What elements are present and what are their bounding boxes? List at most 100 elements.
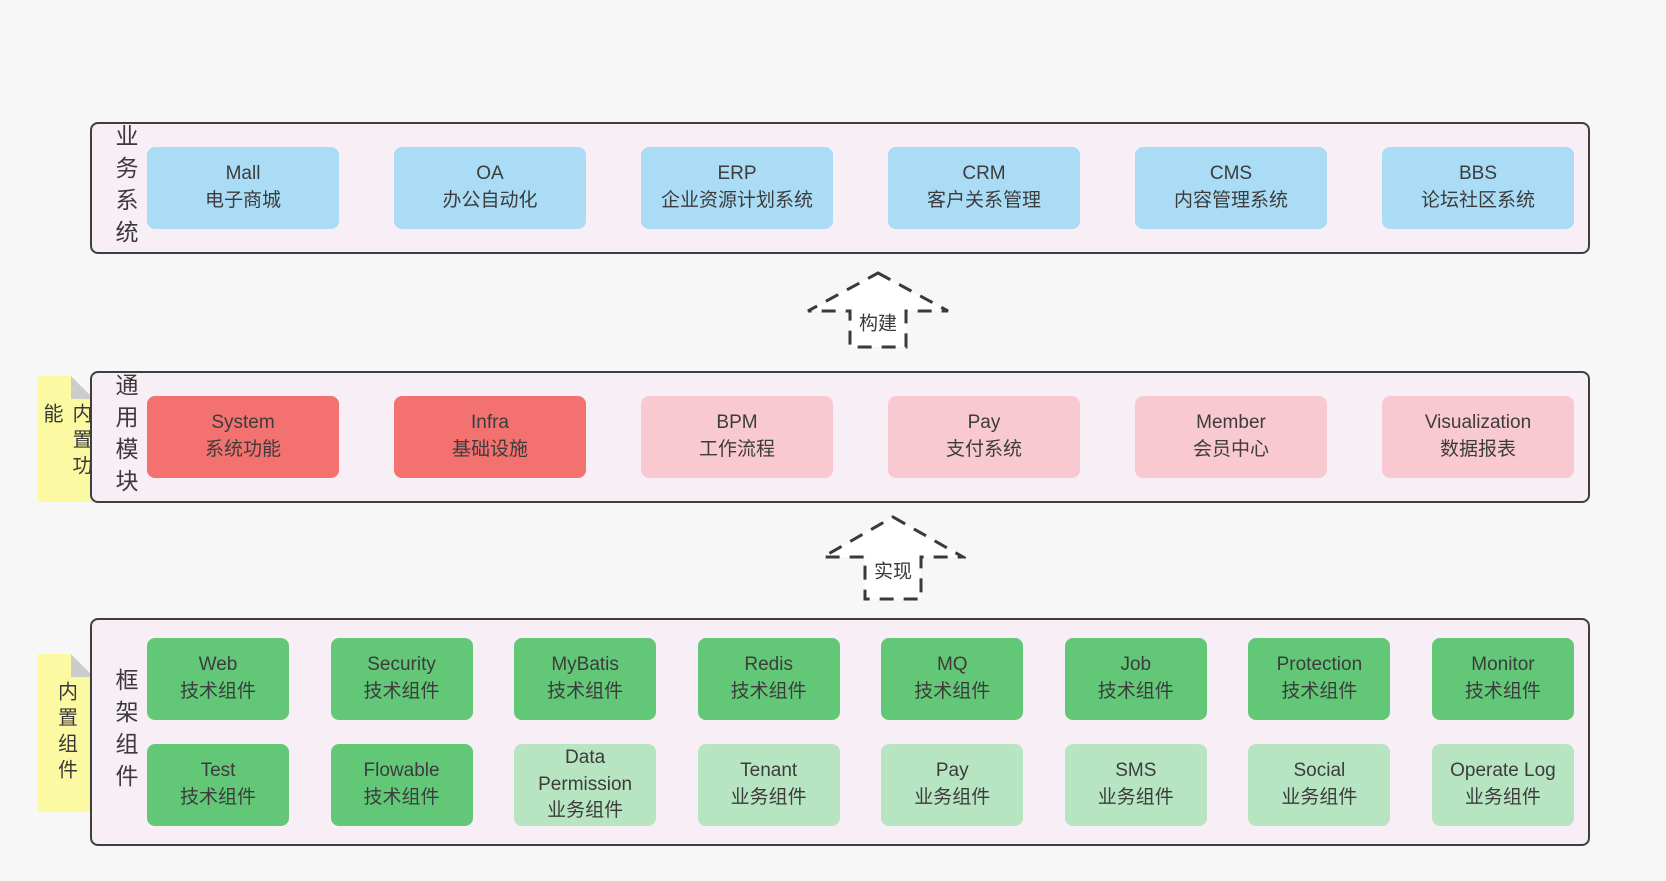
module-name: Web	[198, 654, 238, 676]
module-box-security: Security 技术组件	[330, 638, 473, 720]
module-name: Protection	[1276, 654, 1363, 676]
module-name: Security	[367, 654, 436, 676]
module-box-bpm: BPM 工作流程	[641, 396, 833, 478]
module-name: Visualization	[1424, 412, 1532, 434]
module-box-social: Social 业务组件	[1248, 744, 1391, 826]
module-desc: 技术组件	[914, 681, 991, 702]
module-desc: 企业资源计划系统	[660, 190, 813, 211]
module-desc: 业务组件	[1097, 787, 1174, 808]
module-desc: 技术组件	[730, 681, 807, 702]
module-desc: 客户关系管理	[926, 190, 1041, 211]
module-box-oa: OA 办公自动化	[394, 147, 586, 229]
module-desc: 数据报表	[1439, 439, 1516, 460]
module-desc: 业务组件	[1281, 787, 1358, 808]
sticky-note-label: 内置功能	[40, 403, 91, 481]
band-label-common-modules: 通用模块	[112, 373, 138, 501]
module-name: BPM	[716, 412, 758, 434]
module-desc: 办公自动化	[442, 190, 538, 211]
module-box-monitor: Monitor 技术组件	[1431, 638, 1574, 720]
module-desc: 业务组件	[547, 800, 624, 822]
module-box-member: Member 会员中心	[1135, 396, 1327, 478]
sticky-note-label: 内置组件	[54, 681, 77, 785]
module-desc: 技术组件	[1097, 681, 1174, 702]
module-desc: 内容管理系统	[1173, 190, 1288, 211]
module-desc: 技术组件	[179, 681, 256, 702]
module-name: MyBatis	[551, 654, 619, 676]
sticky-note-built-in-components: 内置组件	[38, 654, 94, 812]
module-desc: 业务组件	[1464, 787, 1541, 808]
module-name: Pay	[967, 412, 1001, 434]
module-box-mq: MQ 技术组件	[881, 638, 1024, 720]
module-desc: 电子商城	[204, 190, 281, 211]
module-box-redis: Redis 技术组件	[697, 638, 840, 720]
module-desc: 技术组件	[1281, 681, 1358, 702]
module-desc: 技术组件	[179, 787, 256, 808]
module-name: Data Permission	[538, 746, 633, 795]
sticky-note-built-in-features: 内置功能	[38, 376, 94, 502]
module-box-pay: Pay 业务组件	[881, 744, 1024, 826]
band-label-framework-components: 框架组件	[112, 668, 138, 796]
module-desc: 基础设施	[451, 439, 528, 460]
module-box-sms: SMS 业务组件	[1064, 744, 1207, 826]
module-name: System	[211, 412, 275, 434]
module-name: Pay	[935, 760, 969, 782]
module-name: CMS	[1209, 163, 1253, 185]
arrow-up-implement: 实现	[820, 514, 966, 602]
module-desc: 论坛社区系统	[1420, 190, 1535, 211]
module-name: Member	[1196, 412, 1266, 434]
module-name: Monitor	[1471, 654, 1535, 676]
module-box-test: Test 技术组件	[147, 744, 289, 826]
module-desc: 工作流程	[698, 439, 775, 460]
module-name: Flowable	[363, 760, 440, 782]
module-box-job: Job 技术组件	[1064, 638, 1207, 720]
module-name: Job	[1120, 654, 1152, 676]
module-name: Redis	[744, 654, 793, 676]
module-box-web: Web 技术组件	[147, 638, 289, 720]
module-name: Social	[1293, 760, 1346, 782]
module-desc: 技术组件	[1464, 681, 1541, 702]
module-desc: 业务组件	[914, 787, 991, 808]
module-box-cms: CMS 内容管理系统	[1135, 147, 1327, 229]
module-name: SMS	[1115, 760, 1157, 782]
module-box-mybatis: MyBatis 技术组件	[514, 638, 657, 720]
module-box-mall: Mall 电子商城	[147, 147, 339, 229]
module-box-data-permission: Data Permission 业务组件	[514, 744, 657, 826]
arrow-up-build: 构建	[805, 270, 951, 350]
module-box-protection: Protection 技术组件	[1248, 638, 1391, 720]
module-name: Test	[200, 760, 236, 782]
module-name: Infra	[470, 412, 510, 434]
band-label-business-systems: 业务系统	[112, 124, 138, 252]
module-desc: 会员中心	[1192, 439, 1269, 460]
module-box-infra: Infra 基础设施	[394, 396, 586, 478]
module-box-visualization: Visualization 数据报表	[1382, 396, 1574, 478]
module-box-operate-log: Operate Log 业务组件	[1431, 744, 1574, 826]
module-name: MQ	[936, 654, 968, 676]
module-desc: 技术组件	[363, 681, 440, 702]
arrow-label-implement: 实现	[869, 555, 917, 585]
arrow-label-build: 构建	[854, 307, 902, 337]
module-name: OA	[476, 163, 504, 185]
module-name: CRM	[962, 163, 1006, 185]
module-name: Operate Log	[1450, 760, 1556, 782]
module-desc: 技术组件	[547, 681, 624, 702]
module-name: Mall	[225, 163, 261, 185]
module-desc: 业务组件	[730, 787, 807, 808]
module-box-crm: CRM 客户关系管理	[888, 147, 1080, 229]
